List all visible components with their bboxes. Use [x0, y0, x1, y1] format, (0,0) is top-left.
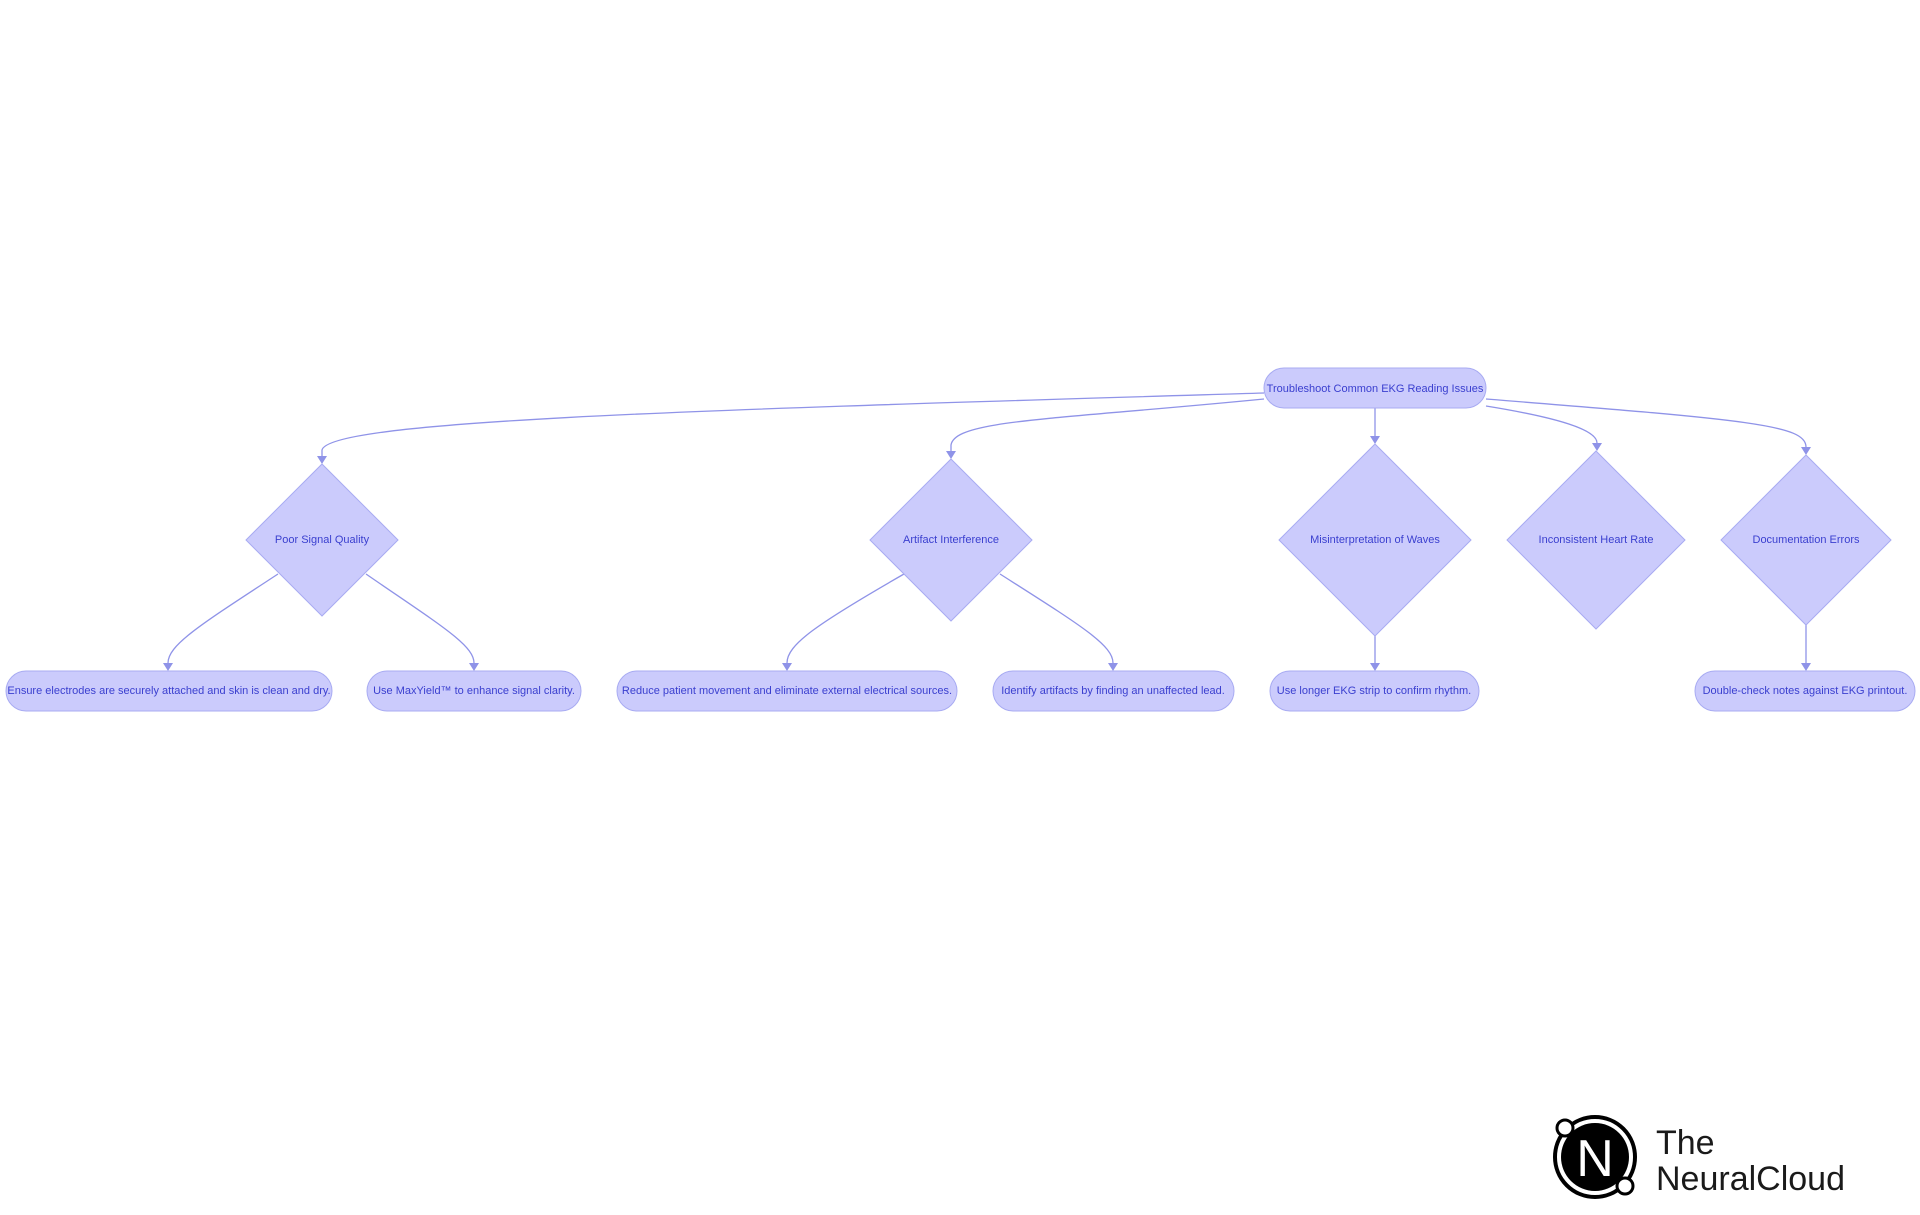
- neuralcloud-logo: N The NeuralCloud: [1553, 1115, 1845, 1199]
- action-label: Use longer EKG strip to confirm rhythm.: [1277, 685, 1471, 697]
- action-electrodes: Ensure electrodes are securely attached …: [5, 670, 333, 712]
- arrow-root-artifact: [946, 451, 956, 459]
- logo-line-1: The: [1656, 1124, 1715, 1162]
- action-label: Identify artifacts by finding an unaffec…: [1001, 685, 1225, 697]
- action-label: Ensure electrodes are securely attached …: [7, 685, 330, 697]
- edge-root-rate: [1485, 405, 1598, 444]
- logo-disc-icon: [1561, 1123, 1629, 1191]
- arrow-root-signal: [317, 456, 327, 464]
- action-label: Use MaxYield™ to enhance signal clarity.: [373, 685, 575, 697]
- arrow-artifact-identify: [1108, 663, 1118, 671]
- decision-label: Artifact Interference: [903, 534, 999, 546]
- logo-node-icon: [1615, 1176, 1635, 1196]
- edge-artifact-movement: [786, 573, 905, 664]
- root-node: Troubleshoot Common EKG Reading Issues: [1263, 367, 1487, 409]
- action-label: Double-check notes against EKG printout.: [1703, 685, 1908, 697]
- decision-misinterpretation-of-waves: Misinterpretation of Waves: [1278, 443, 1472, 637]
- arrow-root-waves: [1370, 436, 1380, 444]
- edge-root-artifact: [950, 398, 1265, 451]
- decision-label: Documentation Errors: [1753, 534, 1860, 546]
- arrow-signal-maxyield: [469, 663, 479, 671]
- action-identify: Identify artifacts by finding an unaffec…: [992, 670, 1235, 712]
- decision-poor-signal-quality: Poor Signal Quality: [245, 463, 399, 617]
- arrow-root-rate: [1592, 443, 1602, 451]
- action-movement: Reduce patient movement and eliminate ex…: [616, 670, 958, 712]
- action-strip: Use longer EKG strip to confirm rhythm.: [1269, 670, 1480, 712]
- logo-mark: N: [1576, 1130, 1614, 1188]
- action-doublecheck: Double-check notes against EKG printout.: [1694, 670, 1916, 712]
- edge-signal-electrodes: [167, 573, 279, 664]
- arrow-root-docs: [1801, 447, 1811, 455]
- arrow-waves-strip: [1370, 663, 1380, 671]
- action-maxyield: Use MaxYield™ to enhance signal clarity.: [366, 670, 582, 712]
- decision-documentation-errors: Documentation Errors: [1720, 454, 1892, 626]
- decision-inconsistent-heart-rate: Inconsistent Heart Rate: [1506, 450, 1686, 630]
- logo-node-icon: [1555, 1118, 1575, 1138]
- decision-label: Poor Signal Quality: [275, 534, 370, 546]
- arrow-docs-doublecheck: [1801, 663, 1811, 671]
- decision-label: Inconsistent Heart Rate: [1539, 534, 1654, 546]
- root-node-label: Troubleshoot Common EKG Reading Issues: [1267, 383, 1484, 395]
- decision-label: Misinterpretation of Waves: [1310, 534, 1440, 546]
- arrow-artifact-movement: [782, 663, 792, 671]
- edge-root-signal: [321, 392, 1265, 456]
- decision-artifact-interference: Artifact Interference: [869, 458, 1033, 622]
- edge-artifact-identify: [999, 573, 1114, 664]
- action-label: Reduce patient movement and eliminate ex…: [622, 685, 952, 697]
- arrow-signal-electrodes: [163, 663, 173, 671]
- logo-line-2: NeuralCloud: [1656, 1160, 1845, 1198]
- edge-root-docs: [1485, 398, 1807, 448]
- edge-signal-maxyield: [365, 573, 475, 664]
